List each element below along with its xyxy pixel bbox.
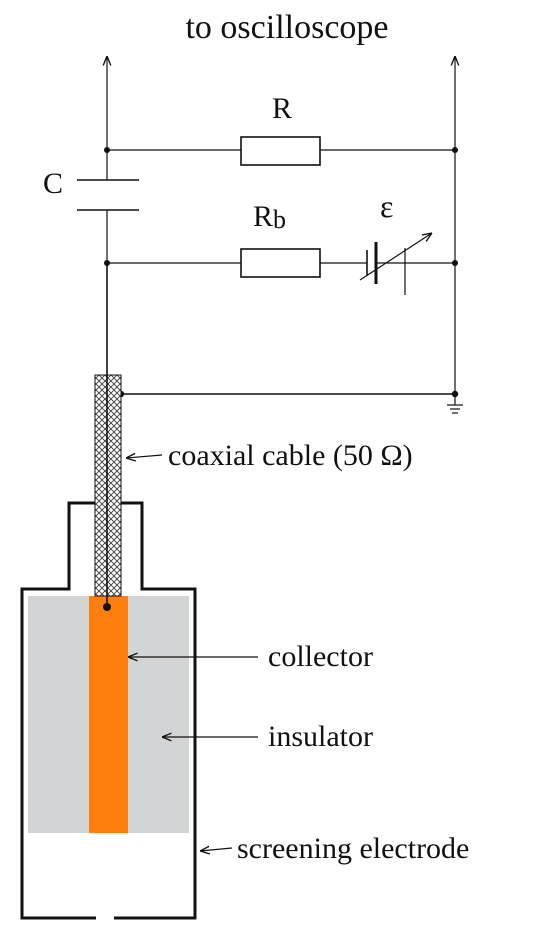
resistor-label: R: [272, 92, 292, 125]
coaxial-cable: [94, 263, 122, 611]
collector-electrode: [89, 596, 128, 833]
oscilloscope-label: to oscilloscope: [185, 9, 388, 46]
bias-resistor-label: Rb: [253, 200, 286, 234]
coax-label: coaxial cable (50 Ω): [168, 439, 413, 472]
screen-label: screening electrode: [237, 832, 469, 865]
bias-resistor-label-main: R: [253, 200, 273, 233]
collector-label: collector: [268, 640, 373, 673]
coax-pointer-arrow: [126, 455, 163, 458]
variable-source-arrow: [359, 233, 432, 281]
screen-pointer-arrow: [200, 848, 233, 851]
emf-label: ε: [380, 188, 393, 224]
insulator-label: insulator: [268, 720, 373, 753]
shield-ground-wire: [117, 390, 459, 398]
bias-branch: [104, 242, 458, 295]
bias-resistor-label-sub: b: [273, 205, 286, 234]
capacitor-label: C: [43, 167, 63, 200]
resistor-r: [104, 136, 458, 166]
ground-symbol: [447, 394, 463, 414]
capacitor: [77, 150, 139, 263]
